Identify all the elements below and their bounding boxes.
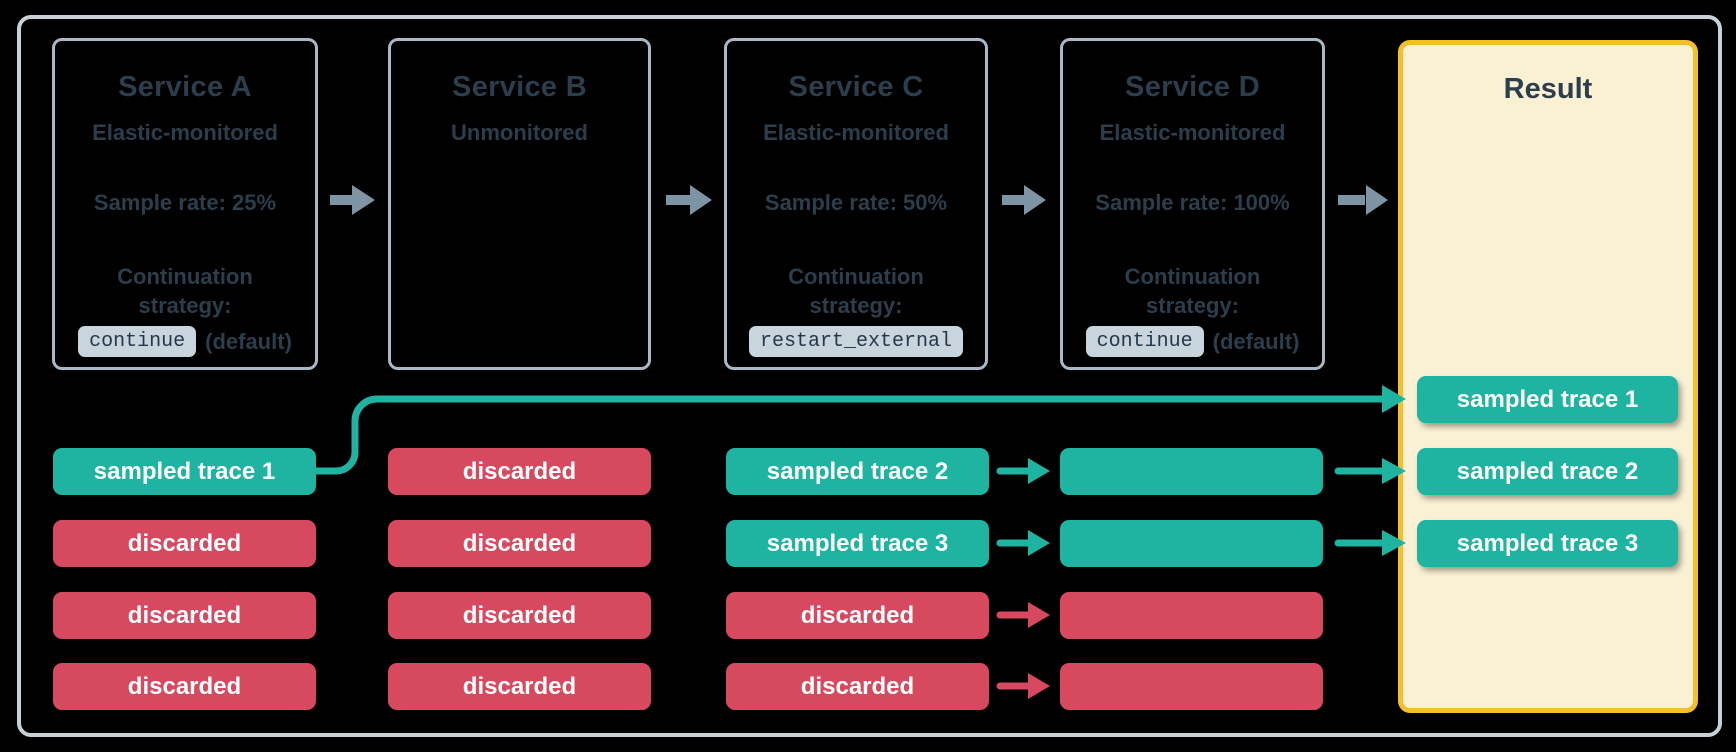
code-chip: continue <box>1085 326 1204 357</box>
service-a-box: Service A Elastic-monitored Sample rate:… <box>52 38 318 370</box>
monitoring-label: Elastic-monitored <box>92 120 278 145</box>
outer-frame <box>17 15 1722 737</box>
trace-pill: sampled trace 1 <box>53 448 316 495</box>
sample-rate-label: Sample rate: 100% <box>1095 190 1290 215</box>
default-label: (default) <box>1212 328 1300 354</box>
service-c-box: Service C Elastic-monitored Sample rate:… <box>724 38 988 370</box>
code-chip: restart_external <box>748 326 964 357</box>
strategy-value-row: continue (default) <box>55 326 315 357</box>
trace-pill: discarded <box>388 520 651 567</box>
trace-pill: sampled trace 2 <box>726 448 989 495</box>
result-trace-pill: sampled trace 1 <box>1417 376 1678 423</box>
service-b-box: Service B Unmonitored <box>388 38 651 370</box>
trace-pill: discarded <box>726 592 989 639</box>
trace-pill <box>1060 663 1323 710</box>
result-trace-pill: sampled trace 2 <box>1417 448 1678 495</box>
code-chip: continue <box>78 326 197 357</box>
trace-pill: discarded <box>53 520 316 567</box>
trace-pill: discarded <box>726 663 989 710</box>
service-d-box: Service D Elastic-monitored Sample rate:… <box>1060 38 1325 370</box>
continuation-strategy-label: Continuation strategy: <box>788 264 924 318</box>
strategy-value-row: restart_external <box>727 326 985 357</box>
service-title: Service B <box>452 71 587 103</box>
result-trace-pill: sampled trace 3 <box>1417 520 1678 567</box>
trace-pill: discarded <box>53 663 316 710</box>
service-title: Service D <box>1125 71 1260 103</box>
result-title: Result <box>1503 73 1593 105</box>
sample-rate-label: Sample rate: 25% <box>93 190 277 215</box>
trace-pill: discarded <box>53 592 316 639</box>
trace-pill <box>1060 592 1323 639</box>
service-title: Service C <box>788 71 924 103</box>
sample-rate-label: Sample rate: 50% <box>764 190 948 215</box>
trace-pill <box>1060 520 1323 567</box>
trace-pill <box>1060 448 1323 495</box>
monitoring-label: Elastic-monitored <box>1099 120 1286 145</box>
strategy-value-row: continue (default) <box>1063 326 1322 357</box>
monitoring-label: Unmonitored <box>451 120 588 145</box>
continuation-strategy-label: Continuation strategy: <box>117 264 253 318</box>
default-label: (default) <box>205 328 292 354</box>
trace-pill: discarded <box>388 592 651 639</box>
monitoring-label: Elastic-monitored <box>763 120 949 145</box>
trace-pill: sampled trace 3 <box>726 520 989 567</box>
continuation-strategy-label: Continuation strategy: <box>1124 264 1261 318</box>
trace-pill: discarded <box>388 663 651 710</box>
trace-pill: discarded <box>388 448 651 495</box>
service-title: Service A <box>118 71 252 103</box>
